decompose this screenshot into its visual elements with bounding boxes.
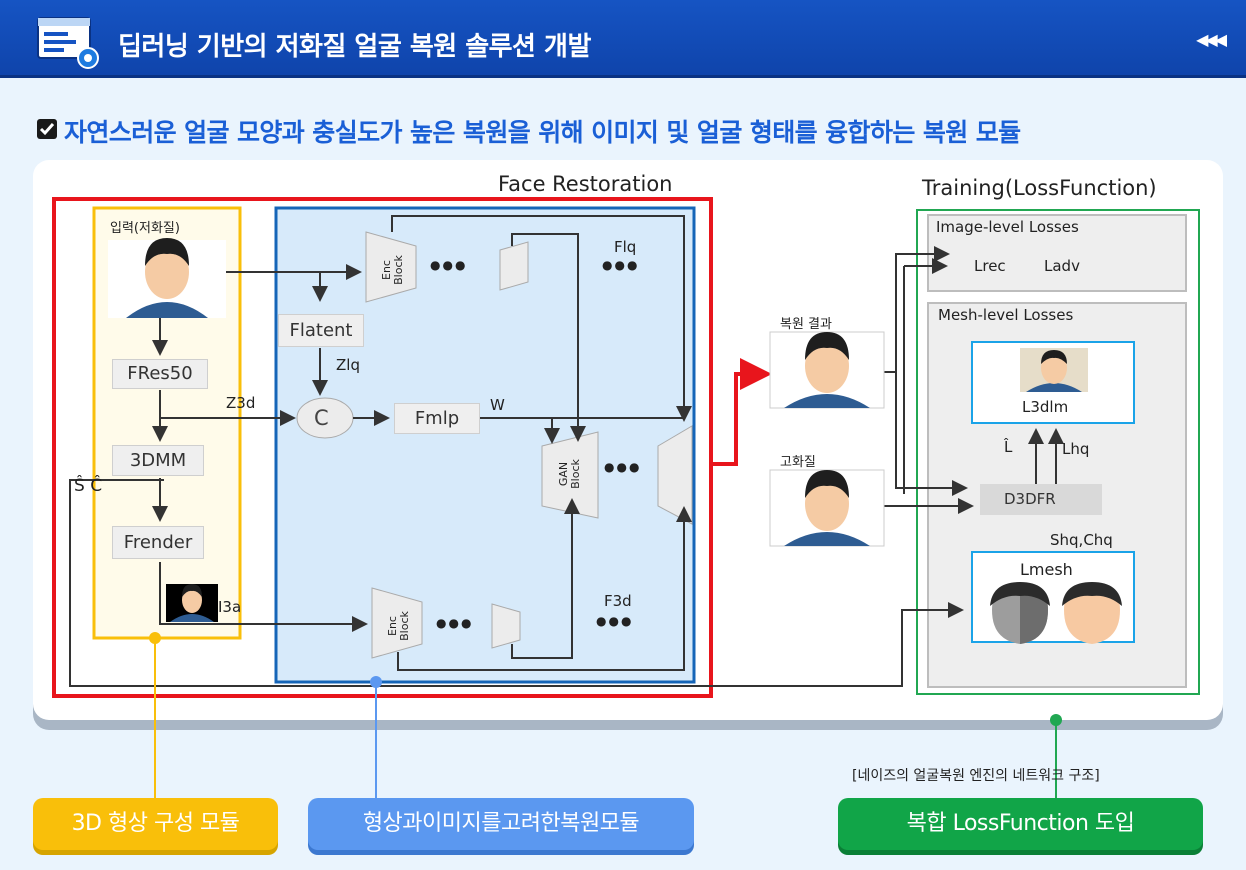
flq-label: Flq <box>614 238 637 256</box>
ellipsis-bottom: ●●● <box>436 616 474 630</box>
training-title: Training(LossFunction) <box>922 176 1157 200</box>
result-face-image <box>769 331 885 409</box>
enc-block-top <box>365 231 417 303</box>
lmesh-label: Lmesh <box>1020 560 1073 579</box>
enc-block-top-label: Enc Block <box>380 255 405 285</box>
f-mlp-box: Fmlp <box>394 403 480 434</box>
enc-block-bottom-label: Enc Block <box>386 611 411 641</box>
enc-tail-top <box>499 241 529 291</box>
checkbox-icon <box>37 119 57 139</box>
f3d-label: F3d <box>604 592 632 610</box>
face-restoration-frame <box>52 197 713 698</box>
f-render-box: Frender <box>112 526 204 559</box>
blue-callout-dot <box>370 676 382 688</box>
enc-tail-bottom <box>491 603 521 649</box>
sc-label: Ŝ Ĉ <box>74 476 103 496</box>
f-res50-box: FRes50 <box>112 359 208 389</box>
yellow-callout-dot <box>149 632 161 644</box>
result-label: 복원 결과 <box>780 317 832 332</box>
d3dfr-label: D3DFR <box>1004 490 1056 508</box>
decoder-block <box>657 425 693 525</box>
ladv-label: Ladv <box>1044 257 1080 275</box>
mesh-losses-title: Mesh-level Losses <box>938 306 1074 324</box>
face-restoration-title: Face Restoration <box>498 172 673 196</box>
render-face-image <box>166 584 218 622</box>
image-losses-title: Image-level Losses <box>936 218 1079 236</box>
ellipsis-flq: ●●● <box>602 258 640 272</box>
training-frame <box>916 209 1200 695</box>
mesh-face-gray <box>990 582 1050 644</box>
diagram-caption: [네이즈의 얼굴복원 엔진의 네트워크 구조] <box>852 768 1100 784</box>
image-losses-box <box>927 214 1187 292</box>
red-output-arrow <box>712 358 772 466</box>
landmark-face-image <box>1020 348 1088 392</box>
hq-face-image <box>769 469 885 547</box>
input-label: 입력(저화질) <box>110 221 180 236</box>
settings-window-icon <box>37 17 99 69</box>
restoration-module-region <box>274 206 696 684</box>
green-callout-dot <box>1050 714 1062 726</box>
l3dlm-label: L3dlm <box>1022 398 1069 416</box>
shq-chq-label: Shq,Chq <box>1050 531 1113 549</box>
concat-label: C <box>314 406 329 430</box>
lrec-label: Lrec <box>974 257 1006 275</box>
z3d-label: Z3d <box>226 394 256 412</box>
pill-restoration-module: 형상과이미지를고려한복원모듈 <box>308 798 694 850</box>
f-latent-box: Flatent <box>278 314 364 347</box>
pill-loss-function: 복합 LossFunction 도입 <box>838 798 1203 850</box>
d3dfr-box <box>980 484 1102 515</box>
back-arrows-icon[interactable]: ◀◀◀ <box>1196 30 1227 49</box>
gan-block-label: GAN Block <box>557 459 582 489</box>
header-bar: 딥러닝 기반의 저화질 얼굴 복원 솔루션 개발 ◀◀◀ <box>0 0 1246 78</box>
l-hat-label: L̂ <box>1004 438 1013 456</box>
zlq-label: Zlq <box>336 356 360 374</box>
i3a-label: I3a <box>218 598 242 616</box>
pill-shape-module: 3D 형상 구성 모듈 <box>33 798 278 850</box>
w-label: W <box>490 396 505 414</box>
enc-block-bottom <box>371 587 423 659</box>
callout-lines <box>154 638 1057 800</box>
ellipsis-top: ●●● <box>430 258 468 272</box>
ellipsis-gan: ●●● <box>604 460 642 474</box>
lhq-label: Lhq <box>1062 440 1090 458</box>
subtitle: 자연스러운 얼굴 모양과 충실도가 높은 복원을 위해 이미지 및 얼굴 형태를… <box>64 118 1021 147</box>
input-face-image <box>108 238 226 318</box>
mesh-face-color <box>1062 582 1122 644</box>
3dmm-box: 3DMM <box>112 445 204 476</box>
ellipsis-f3d: ●●● <box>596 614 634 628</box>
hq-label: 고화질 <box>780 455 816 470</box>
page-title: 딥러닝 기반의 저화질 얼굴 복원 솔루션 개발 <box>118 32 591 62</box>
